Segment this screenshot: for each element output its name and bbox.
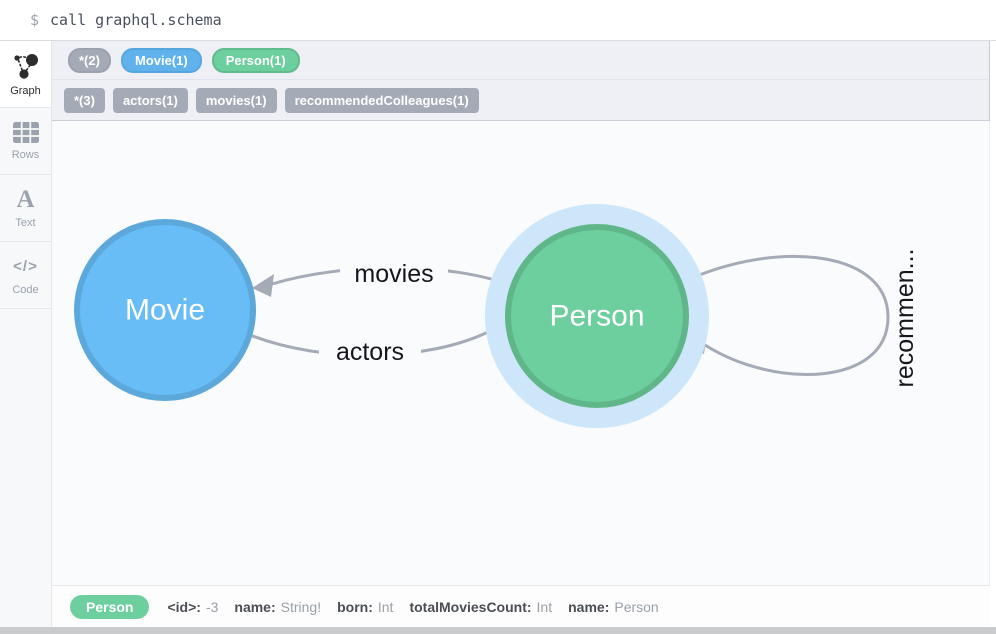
- tab-code-label: Code: [12, 284, 39, 296]
- tab-graph-label: Graph: [10, 85, 41, 97]
- edge-actors[interactable]: actors: [249, 320, 510, 370]
- selected-node-status-bar: Person <id>: -3 name: String! born: Int …: [52, 585, 990, 627]
- tab-graph[interactable]: Graph: [0, 41, 51, 108]
- tab-code[interactable]: </> Code: [0, 242, 51, 309]
- command-bar[interactable]: $ call graphql.schema: [0, 0, 996, 41]
- rel-type-pill-movies[interactable]: movies(1): [195, 87, 277, 113]
- property-value: Int: [377, 598, 394, 615]
- property-key: name:: [568, 598, 610, 615]
- node-label-pill-person[interactable]: Person(1): [211, 47, 300, 73]
- overview-filters: *(2) Movie(1) Person(1) *(3) actors(1) m…: [52, 41, 990, 121]
- property-id: <id>: -3: [167, 599, 218, 615]
- graph-visualization: movies actors recommen... Movie: [74, 204, 919, 428]
- person-node-circle[interactable]: [505, 224, 689, 408]
- node-label-pill-all[interactable]: *(2): [68, 47, 111, 73]
- graph-canvas[interactable]: movies actors recommen... Movie: [52, 121, 990, 585]
- edge-label-recommended-colleagues[interactable]: recommen...: [891, 249, 919, 388]
- node-movie[interactable]: Movie: [74, 219, 256, 401]
- edge-movies[interactable]: movies: [252, 256, 514, 297]
- code-icon: </>: [13, 258, 38, 275]
- property-value: Person: [614, 598, 659, 615]
- graph-icon: [13, 54, 38, 79]
- property-value: Int: [536, 598, 553, 615]
- view-switcher-sidebar: Graph Rows A Text </> Code: [0, 41, 52, 627]
- tab-rows[interactable]: Rows: [0, 108, 51, 175]
- edge-recommended-colleagues-loop[interactable]: recommen...: [674, 249, 919, 388]
- node-person[interactable]: Person: [505, 224, 689, 408]
- property-name-type: name: String!: [234, 599, 321, 615]
- person-node-label: Person: [549, 300, 644, 333]
- node-properties-list: <id>: -3 name: String! born: Int totalMo…: [167, 599, 658, 615]
- relationship-types-row: *(3) actors(1) movies(1) recommendedColl…: [52, 80, 989, 121]
- property-total-movies-count: totalMoviesCount: Int: [409, 599, 552, 615]
- property-key: totalMoviesCount:: [409, 598, 532, 615]
- property-value: String!: [280, 598, 322, 615]
- movie-node-circle[interactable]: [74, 219, 256, 401]
- property-name-value: name: Person: [568, 599, 659, 615]
- text-icon: A: [16, 186, 35, 213]
- property-value: -3: [205, 598, 219, 615]
- property-key: name:: [234, 598, 276, 615]
- status-node-pill[interactable]: Person: [70, 594, 150, 619]
- edge-label-movies[interactable]: movies: [354, 260, 433, 288]
- edge-label-actors[interactable]: actors: [336, 338, 404, 366]
- prompt-symbol: $: [30, 11, 40, 29]
- property-key: born:: [337, 598, 373, 615]
- property-key: <id>:: [167, 598, 201, 615]
- property-born: born: Int: [337, 599, 393, 615]
- rel-type-pill-all[interactable]: *(3): [64, 87, 105, 113]
- node-labels-row: *(2) Movie(1) Person(1): [52, 41, 989, 80]
- tab-text[interactable]: A Text: [0, 175, 51, 242]
- tab-rows-label: Rows: [11, 149, 40, 161]
- node-label-pill-movie[interactable]: Movie(1): [120, 47, 202, 73]
- bottom-edge-strip: [0, 627, 996, 634]
- cypher-command-text[interactable]: call graphql.schema: [50, 11, 222, 29]
- movie-node-label: Movie: [125, 294, 205, 327]
- tab-text-label: Text: [15, 217, 36, 229]
- rel-type-pill-recommended-colleagues[interactable]: recommendedColleagues(1): [284, 87, 479, 113]
- rows-icon: [12, 122, 39, 143]
- rel-type-pill-actors[interactable]: actors(1): [112, 87, 188, 113]
